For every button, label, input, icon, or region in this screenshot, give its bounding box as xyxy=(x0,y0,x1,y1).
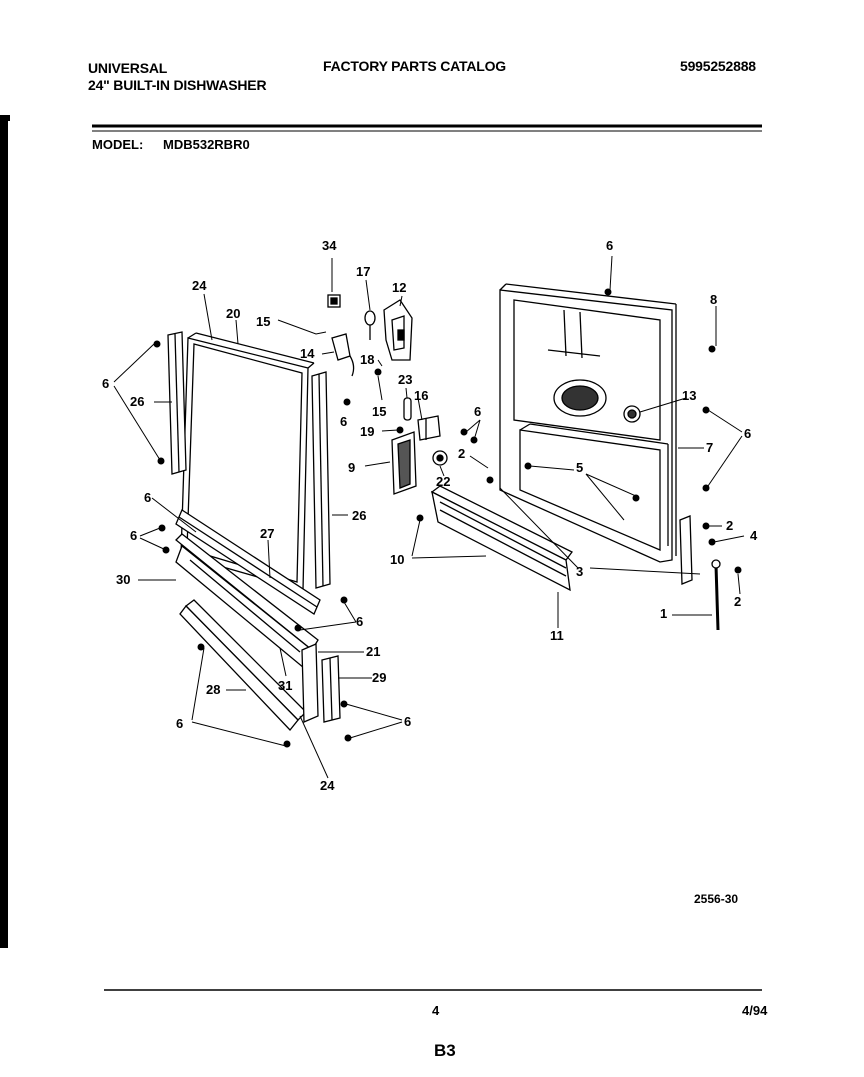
screw xyxy=(486,476,494,484)
screw xyxy=(340,596,348,604)
callout-15: 15 xyxy=(256,314,271,329)
callout-34: 34 xyxy=(322,238,337,253)
dispenser-cup-inner xyxy=(553,379,607,417)
model-number: MDB532RBR0 xyxy=(163,137,250,152)
callout-27: 27 xyxy=(260,526,275,541)
screw xyxy=(708,345,716,353)
knob-22 xyxy=(432,450,448,466)
screw xyxy=(343,398,351,406)
callout-12: 12 xyxy=(392,280,407,295)
right-side-trim xyxy=(311,371,331,589)
rinse-cap-13 xyxy=(623,405,641,423)
bracket-34 xyxy=(327,294,341,308)
drawing-number: 2556-30 xyxy=(694,892,739,906)
lower-trim-28 xyxy=(179,599,307,731)
callout-8: 8 xyxy=(710,292,718,307)
callout-4: 4 xyxy=(750,528,758,543)
callout-15-lower: 15 xyxy=(372,404,387,419)
callout-24-bottom: 24 xyxy=(320,778,335,793)
inner-bottom-tray xyxy=(519,423,669,551)
vent-assembly-11 xyxy=(430,485,573,592)
door-spring-1 xyxy=(711,559,721,631)
callout-6-center: 6 xyxy=(474,404,482,419)
screw xyxy=(702,406,710,414)
callout-6-lower: 6 xyxy=(356,614,364,629)
callout-7: 7 xyxy=(706,440,714,455)
callout-6-left: 6 xyxy=(102,376,110,391)
section-code: B3 xyxy=(434,1041,456,1060)
spring-23 xyxy=(403,397,412,421)
callout-19: 19 xyxy=(360,424,375,439)
hinge-strip-7 xyxy=(679,515,693,585)
callout-6-screw: 6 xyxy=(340,414,348,429)
callout-26-left: 26 xyxy=(130,394,145,409)
screw xyxy=(632,494,640,502)
screw xyxy=(702,484,710,492)
callout-24: 24 xyxy=(192,278,207,293)
callout-18: 18 xyxy=(360,352,375,367)
dispenser-9 xyxy=(391,431,417,495)
product-name: 24" BUILT-IN DISHWASHER xyxy=(88,77,267,93)
screw xyxy=(604,288,612,296)
callout-2-right: 2 xyxy=(726,518,734,533)
callout-26-right: 26 xyxy=(352,508,367,523)
outer-door-panel xyxy=(180,332,315,591)
switch-14 xyxy=(331,333,355,377)
callout-29: 29 xyxy=(372,670,387,685)
callout-30: 30 xyxy=(116,572,131,587)
callout-16: 16 xyxy=(414,388,429,403)
model-label: MODEL: xyxy=(92,137,144,152)
callout-22: 22 xyxy=(436,474,451,489)
callout-3: 3 xyxy=(576,564,584,579)
callout-23: 23 xyxy=(398,372,413,387)
revision-date: 4/94 xyxy=(742,1003,768,1018)
callout-10: 10 xyxy=(390,552,405,567)
catalog-number: 5995252888 xyxy=(680,58,756,74)
callout-5: 5 xyxy=(576,460,584,475)
callout-6-right: 6 xyxy=(744,426,752,441)
callout-6-bracket: 6 xyxy=(144,490,152,505)
screw xyxy=(294,624,302,632)
callout-11: 11 xyxy=(550,628,564,643)
callout-17: 17 xyxy=(356,264,371,279)
left-side-trim xyxy=(167,331,187,475)
brand-name: UNIVERSAL xyxy=(88,60,168,76)
latch-assembly-12 xyxy=(383,299,413,361)
callout-20: 20 xyxy=(226,306,241,321)
end-cap-29 xyxy=(321,655,341,723)
callout-13: 13 xyxy=(682,388,697,403)
callout-28: 28 xyxy=(206,682,221,697)
part-17 xyxy=(364,310,376,340)
callout-31: 31 xyxy=(278,678,293,693)
end-cap-21 xyxy=(301,643,319,723)
page-number: 4 xyxy=(432,1003,440,1018)
callout-2-lower: 2 xyxy=(734,594,742,609)
bottom-trim xyxy=(175,509,321,615)
screw xyxy=(153,340,161,348)
screw xyxy=(197,643,205,651)
callout-1: 1 xyxy=(660,606,668,621)
callout-2-center: 2 xyxy=(458,446,466,461)
screw xyxy=(460,428,468,436)
callout-9: 9 xyxy=(348,460,356,475)
callout-6-bottom-right: 6 xyxy=(404,714,412,729)
callout-6-trim: 6 xyxy=(130,528,138,543)
callout-21: 21 xyxy=(366,644,381,659)
catalog-title: FACTORY PARTS CATALOG xyxy=(323,58,506,74)
screw xyxy=(374,368,382,376)
callout-6-top: 6 xyxy=(606,238,614,253)
bracket-16 xyxy=(417,415,441,441)
kick-plate xyxy=(175,533,319,670)
screw xyxy=(734,566,742,574)
callout-6-bottom-left: 6 xyxy=(176,716,184,731)
scan-edge-mark xyxy=(0,118,8,948)
callout-14: 14 xyxy=(300,346,315,361)
